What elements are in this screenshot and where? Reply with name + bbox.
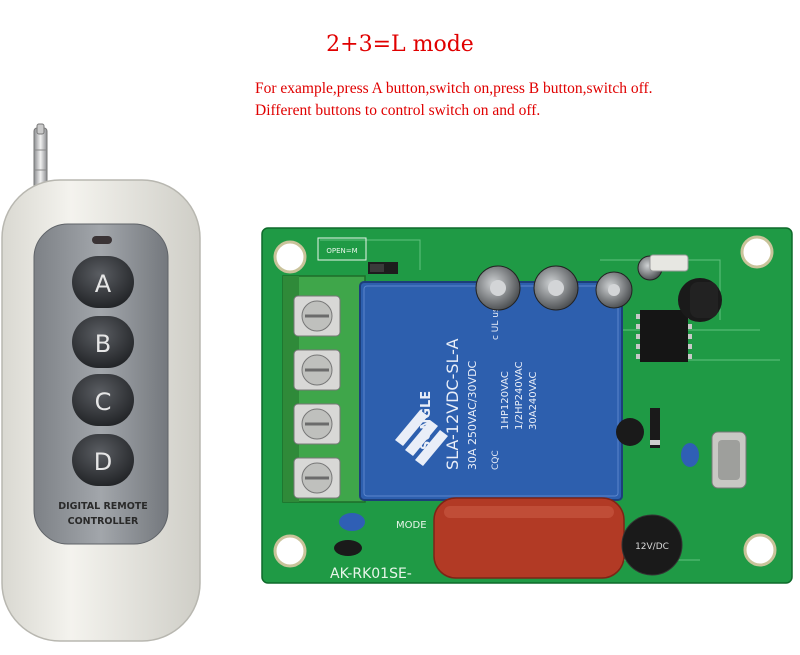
remote-button-d[interactable]: D: [72, 434, 134, 486]
mounting-hole: [273, 534, 307, 568]
relay-rating-4: 30A240VAC: [528, 371, 539, 430]
mounting-hole: [743, 533, 777, 567]
button-d-label: D: [94, 448, 112, 476]
buzzer-label: 12V/DC: [635, 542, 669, 552]
mounting-hole: [740, 235, 774, 269]
diode: [334, 540, 362, 556]
buzzer: 12V/DC: [621, 514, 683, 576]
receiver-board: OPEN=M: [261, 227, 793, 584]
terminal-screw: [293, 295, 341, 337]
chip-component: [649, 254, 689, 272]
mode-heading: 2+3=L mode: [326, 32, 474, 57]
pcb-model-label: AK-RK01SE-: [330, 566, 412, 582]
remote-label-line-2: CONTROLLER: [68, 516, 139, 527]
ceramic-capacitor: [339, 513, 365, 531]
description-line-1: For example,press A button,switch on,pre…: [255, 80, 653, 97]
jumper-label: OPEN=M: [326, 247, 357, 255]
screw-terminal-block: [282, 275, 366, 503]
led-indicator: [92, 236, 112, 244]
crystal-oscillator: [711, 431, 747, 489]
transistor: [616, 418, 644, 446]
remote-button-a[interactable]: A: [72, 256, 134, 308]
description-line-2: Different buttons to control switch on a…: [255, 102, 541, 119]
electrolytic-capacitor: [475, 265, 521, 311]
terminal-screw: [293, 403, 341, 445]
mode-label: MODE: [396, 520, 427, 531]
mounting-hole: [273, 240, 307, 274]
remote-control: A B C D DIGITAL REMOTE CONTROLLER: [1, 123, 201, 642]
relay-rating-2: 1HP120VAC: [500, 371, 511, 430]
terminal-screw: [293, 457, 341, 499]
relay: SONGLE SLA-12VDC-SL-A 30A 250VAC/30VDC 1…: [359, 281, 623, 501]
ic-chip: [636, 310, 692, 362]
terminal-screw: [293, 349, 341, 391]
button-b-label: B: [95, 330, 111, 358]
songle-logo-icon: [395, 410, 448, 466]
remote-label-line-1: DIGITAL REMOTE: [58, 501, 148, 512]
mode-jumper[interactable]: OPEN=M: [317, 237, 398, 274]
relay-model: SLA-12VDC-SL-A: [443, 338, 462, 470]
electrolytic-capacitor: [533, 265, 579, 311]
ceramic-capacitor: [681, 443, 699, 467]
electrolytic-capacitor: [595, 271, 633, 309]
button-a-label: A: [95, 270, 112, 298]
remote-button-b[interactable]: B: [72, 316, 134, 368]
button-c-label: C: [95, 388, 112, 416]
relay-cert-ul: c UL us: [491, 307, 501, 340]
relay-rating-3: 1/2HP240VAC: [514, 361, 525, 430]
film-capacitor: [433, 497, 625, 579]
rf-coil: [678, 278, 722, 322]
description-text: For example,press A button,switch on,pre…: [255, 78, 653, 122]
remote-button-c[interactable]: C: [72, 374, 134, 426]
relay-cert-cqc: CQC: [491, 450, 501, 470]
relay-rating-1: 30A 250VAC/30VDC: [466, 360, 479, 470]
diode: [650, 408, 660, 448]
